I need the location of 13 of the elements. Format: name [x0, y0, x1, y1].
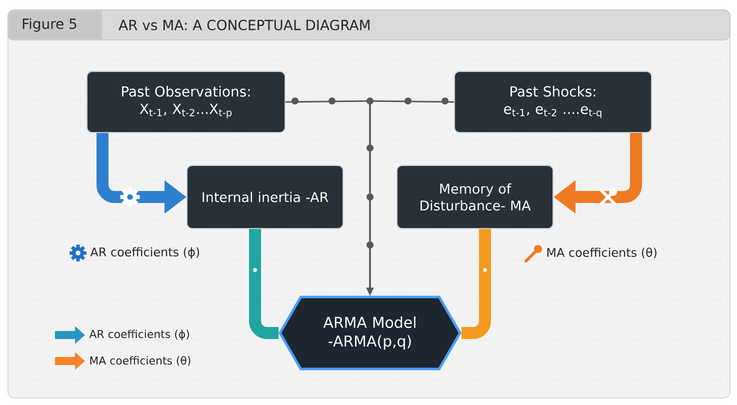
connector [461, 229, 491, 339]
coefficient-label: MA coefficients (θ) [547, 248, 656, 258]
legend-label: MA coefficients (θ) [90, 356, 190, 366]
connector [249, 229, 279, 339]
input-box: Past Observations: X$_{t-1}$, X$_{t-2}$...X$_{t-p}$ [86, 71, 286, 133]
legend-label: AR coefficients (ϕ) [89, 330, 189, 340]
process-box: Memory of Disturbance- MA [396, 165, 554, 229]
input-box: Past Shocks: e$_{t-1}$, e$_{t-2}$ ....e$_{t-q}$ [454, 71, 652, 133]
diagram-title: AR vs MA: A CONCEPTUAL DIAGRAM [118, 20, 370, 30]
coefficient-label: AR coefficients (ϕ) [90, 247, 200, 259]
header-bar: Figure 5 AR vs MA: A CONCEPTUAL DIAGRAM [8, 10, 730, 40]
process-box: Internal inertia -AR [186, 165, 344, 229]
label: Figure 5 [22, 18, 76, 32]
